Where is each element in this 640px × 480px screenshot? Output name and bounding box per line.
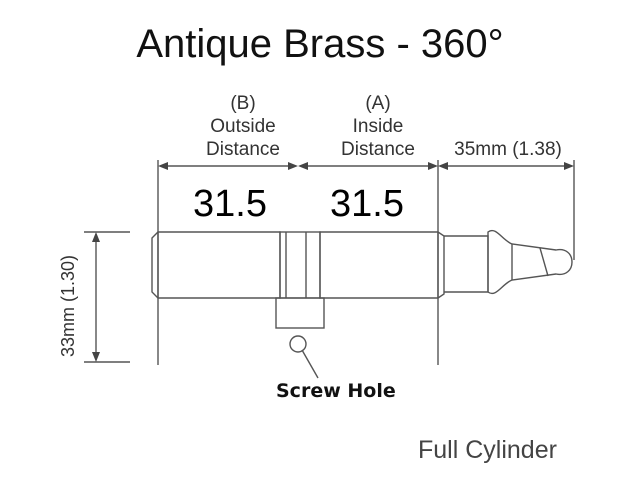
outside-distance-label: (B) Outside Distance [193,92,293,161]
arrow-height-top [92,232,100,242]
screw-tab [275,297,325,329]
arrow-height-bottom [92,352,100,362]
inside-distance-letter: (A) [365,93,391,114]
outside-distance-letter: (B) [230,93,256,114]
product-title: Antique Brass - 360° [136,22,504,66]
arrow-inside-right [428,162,438,170]
inside-distance-value: 31.5 [330,183,404,225]
outside-distance-word-2: Distance [206,139,280,160]
footer-label: Full Cylinder [418,436,557,464]
thumbturn-knob [487,229,573,295]
thumbturn-shaft [444,235,489,293]
arrow-cam-right [564,162,574,170]
arrow-outside-right [288,162,298,170]
outside-distance-value: 31.5 [193,183,267,225]
outside-distance-word: Outside [210,116,276,137]
screw-hole [289,335,307,353]
inside-distance-word: Inside [352,116,404,137]
arrow-inside-left [298,162,308,170]
screw-hole-label: Screw Hole [276,380,396,402]
arrow-outside-left [158,162,168,170]
cam-length-label: 35mm (1.38) [454,139,562,160]
inside-barrel [319,231,445,299]
inside-distance-label: (A) Inside Distance [328,92,428,161]
inside-distance-word-2: Distance [341,139,415,160]
outside-barrel [151,231,281,299]
screw-hole-leader [301,349,319,379]
arrow-cam-left [438,162,448,170]
